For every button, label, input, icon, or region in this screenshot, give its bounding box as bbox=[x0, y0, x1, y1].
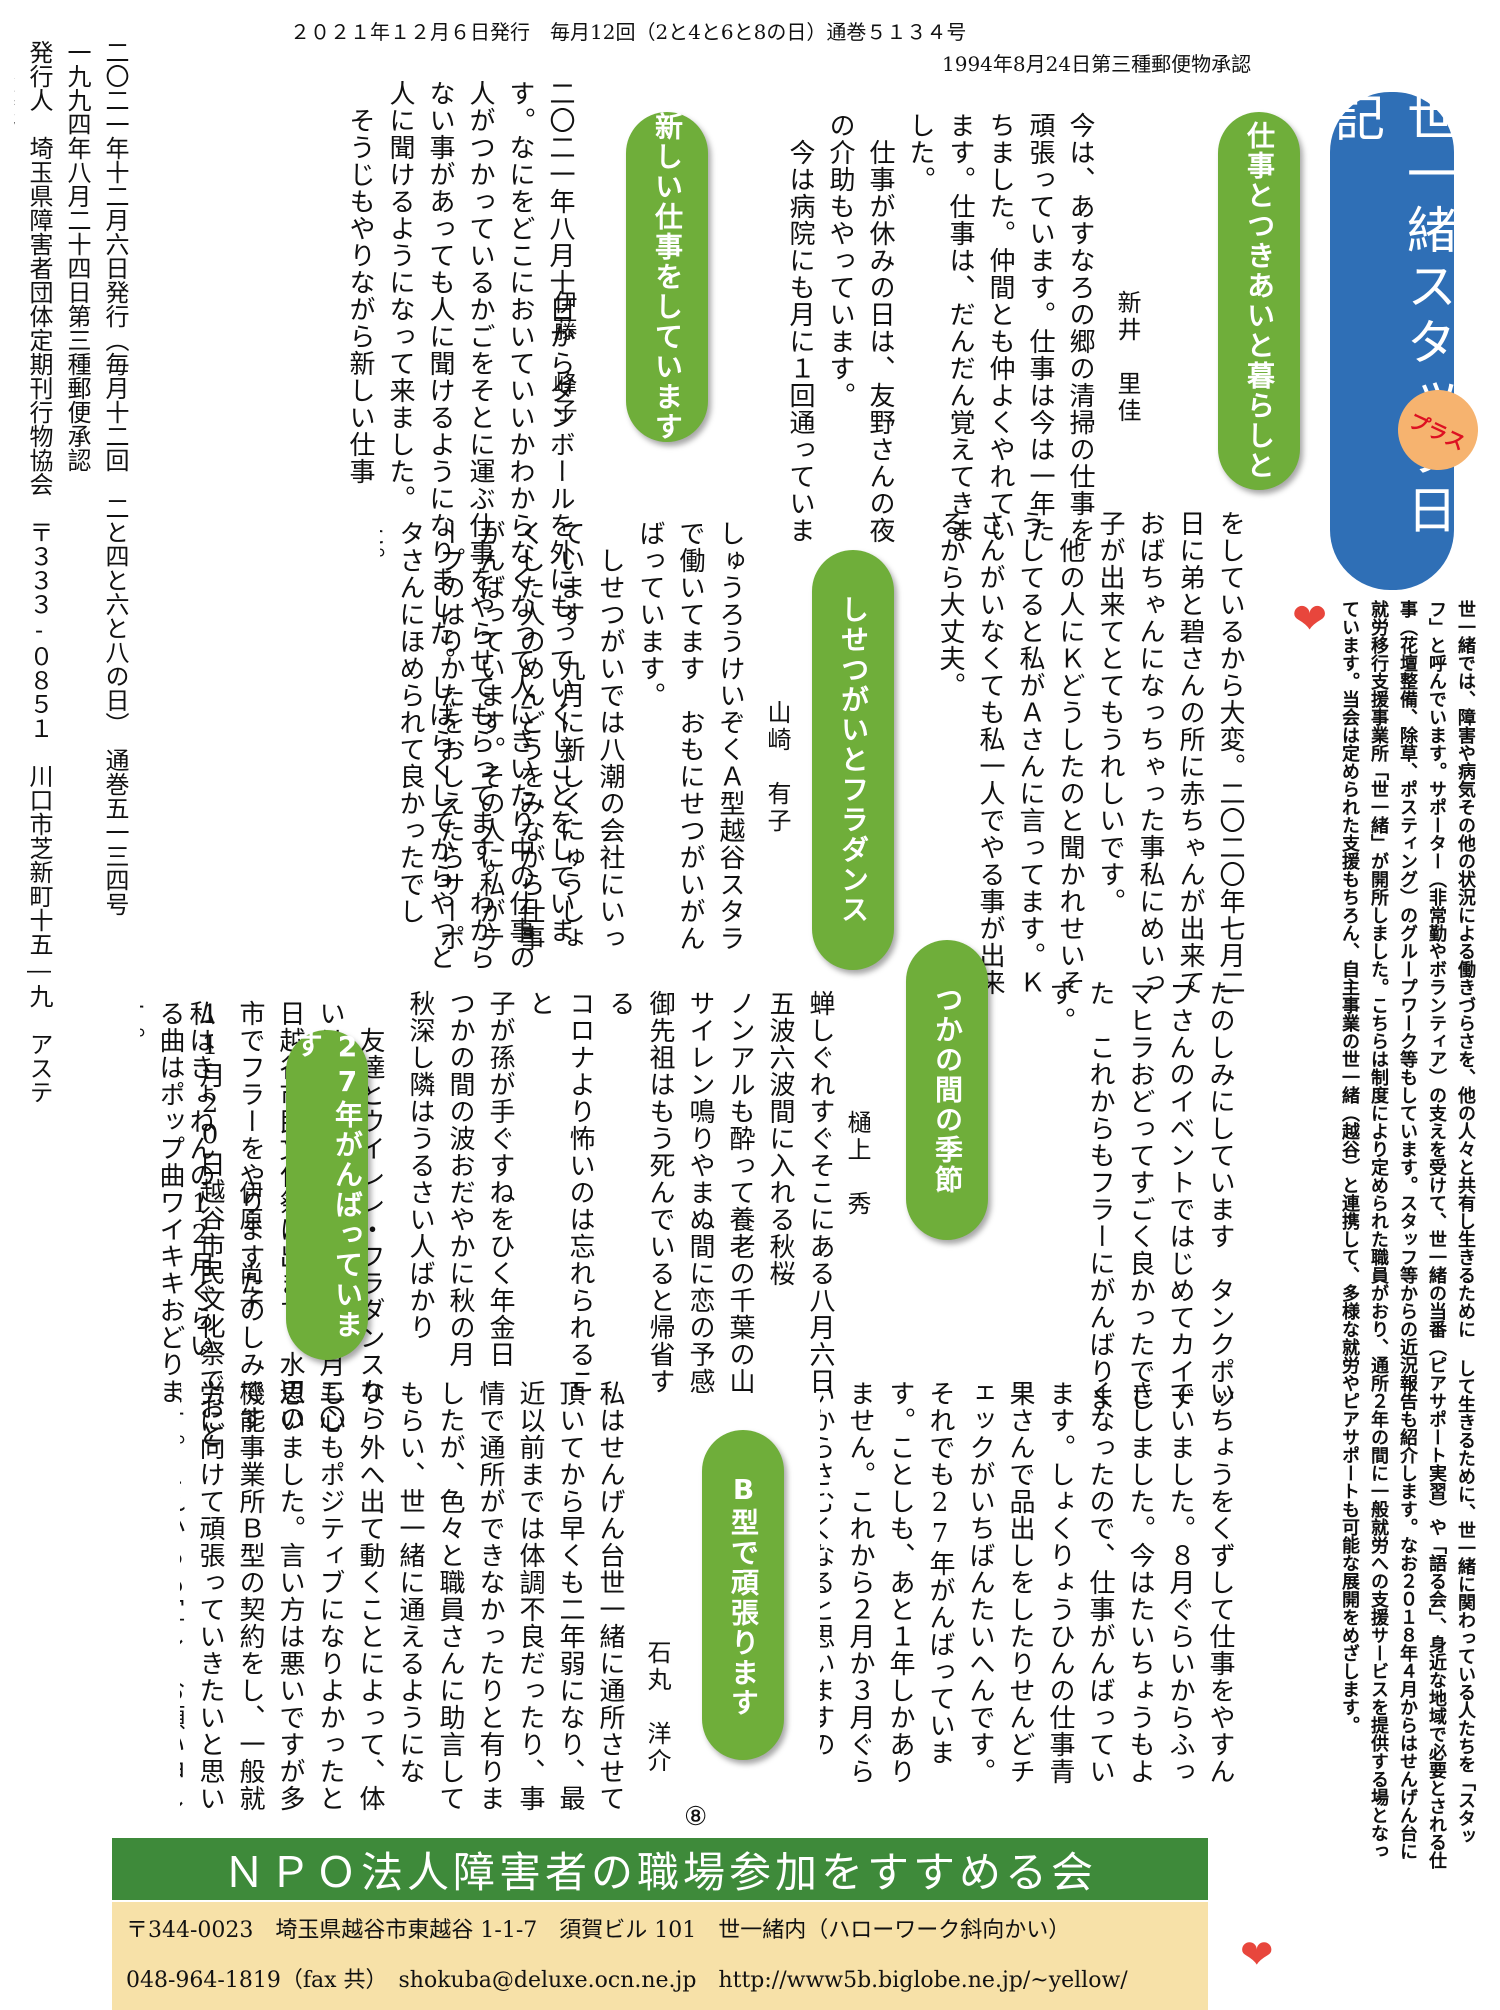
article-title-hikami: つかの間の季節 bbox=[906, 940, 988, 1240]
article-body-yamazaki: しゅうろうけいぞくＡ型越谷スタラで働いてます おもにせつがいがんばっています。 … bbox=[380, 520, 745, 952]
article-title-yamazaki: しせつがいとフラダンス bbox=[812, 550, 894, 970]
heart-arrow-icon: ❤ bbox=[1292, 594, 1328, 643]
article-body-hikami: 蝉しぐれすぐそこにある八月六日 五波六波間に入れる秋桜 ノンアルも酔って養老の千… bbox=[405, 990, 835, 1395]
article-title-ihara: 27年がんばっています bbox=[286, 1030, 368, 1360]
footer-org-name: ＮＰＯ法人障害者の職場参加をすすめる会 bbox=[222, 1847, 1097, 1897]
article-author-ihara: 伊原 尚子 bbox=[235, 1180, 263, 1315]
footer-org-bar: ＮＰＯ法人障害者の職場参加をすすめる会 bbox=[112, 1838, 1208, 1900]
article-author-ito: 伊藤 峰子 bbox=[549, 290, 577, 425]
article-body-ihara-cont: たのしみにしています タンクポップさんのイベントではじめてカイナマヒラおどってす… bbox=[1045, 980, 1235, 1412]
article-title-arai: 仕事とつきあいと暮らしと bbox=[1218, 112, 1300, 490]
article-title-ishimaru: B型で頑張ります bbox=[702, 1430, 784, 1760]
title-pill: 世一緒スタッフ日記 bbox=[1327, 92, 1457, 590]
title-text: 世一緒スタッフ日記 bbox=[1327, 92, 1457, 540]
article-author-arai: 新井 里佳 bbox=[1113, 290, 1141, 425]
approval-line: 1994年8月24日第三種郵便物承認 bbox=[942, 52, 1252, 76]
footer-contact-box: 〒344-0023 埼玉県越谷市東越谷 1-1-7 須賀ビル 101 世一緒内（… bbox=[112, 1902, 1208, 2010]
footer-address: 〒344-0023 埼玉県越谷市東越谷 1-1-7 須賀ビル 101 世一緒内（… bbox=[126, 1918, 1071, 1943]
article-body-ihara: 私はきょねんの12月ぐらいから bbox=[185, 1000, 215, 1359]
article-body-arai-cont: をしているから大変。二〇二〇年七月二日に弟と碧さんの所に赤ちゃんが出来ておばちゃ… bbox=[935, 510, 1245, 996]
article-title-ito: 新しい仕事をしています bbox=[626, 112, 708, 442]
article-author-hikami: 樋上 秀 bbox=[843, 1110, 871, 1218]
article-body-ishimaru: 私はせんげん台世一緒に通所させて頂いてから早くも二年弱になり、最近以前までは体調… bbox=[180, 1380, 625, 1812]
article-body-ito: 二〇二一年八月十日からダンボールを外にもっていくしごとをしています。なにをどこに… bbox=[345, 80, 575, 971]
heart-arrow-icon-footer: ❤ bbox=[1240, 1932, 1274, 1978]
article-body-ihara-cont2: いちょうをくずして仕事をやすんでいました。８月ぐらいからふっきしました。今はたい… bbox=[820, 1380, 1235, 1785]
article-author-yamazaki: 山崎 有子 bbox=[763, 700, 791, 835]
plus-badge-label: プラス bbox=[1405, 407, 1470, 455]
page-number: ⑧ bbox=[684, 1802, 708, 1832]
issue-line: ２０２１年１２月６日発行 毎月12回（2と4と6と8の日）通巻５１３４号 bbox=[290, 20, 967, 44]
intro-text: 世一緒では、障害や病気その他の状況による働きづらさを、他の人々と共有し生きるため… bbox=[1339, 600, 1476, 1869]
article-author-ishimaru: 石丸 洋介 bbox=[643, 1640, 671, 1775]
footer-contact: 048-964-1819（fax 共） shokuba@deluxe.ocn.n… bbox=[126, 1968, 1128, 1993]
colophon: 二〇二一年十二月六日発行（毎月十二回 二と四と六と八の日） 通巻五一三四号 一九… bbox=[14, 40, 129, 1104]
article-body-arai: 今は、あすなろの郷の清掃の仕事を頑張っています。仕事は今は一年たちました。仲間と… bbox=[785, 112, 1095, 544]
